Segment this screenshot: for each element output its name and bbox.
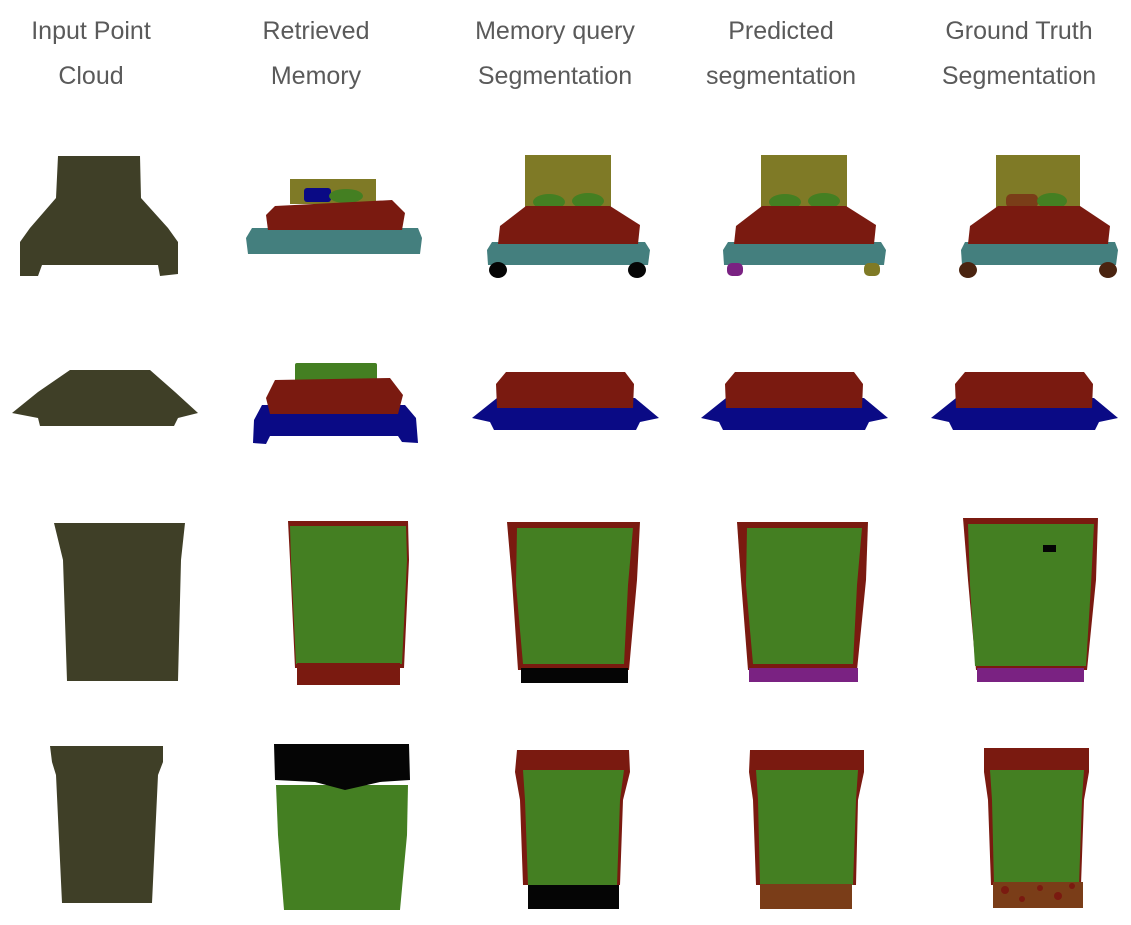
part-frame bbox=[246, 228, 422, 254]
column-header-ground-truth: Ground Truth Segmentation bbox=[909, 9, 1129, 99]
row3-predicted bbox=[737, 522, 868, 682]
part-body bbox=[746, 528, 862, 664]
row4-retrieved-memory bbox=[274, 744, 410, 910]
row4-input-cloud bbox=[50, 746, 163, 903]
row1-ground-truth bbox=[959, 155, 1118, 278]
part-leg-right bbox=[864, 263, 880, 276]
column-header-line2: Segmentation bbox=[941, 62, 1097, 90]
row2-ground-truth bbox=[931, 372, 1118, 430]
row3-ground-truth bbox=[963, 518, 1098, 682]
part-body bbox=[276, 785, 408, 910]
row2-retrieved-memory bbox=[253, 363, 418, 444]
part-mattress bbox=[734, 206, 876, 244]
part-headboard bbox=[295, 363, 377, 383]
part-base bbox=[760, 884, 852, 909]
column-header-line1: Input Point bbox=[31, 17, 151, 45]
part-mattress bbox=[496, 372, 634, 408]
column-header-retrieved: Retrieved Memory bbox=[206, 9, 426, 99]
part-body bbox=[523, 770, 624, 885]
row1-retrieved-memory bbox=[246, 179, 422, 254]
part-noise-dot bbox=[1069, 883, 1075, 889]
part-frame bbox=[723, 242, 886, 265]
column-header-line2: segmentation bbox=[705, 62, 857, 90]
part-pillow-right bbox=[1037, 193, 1067, 209]
part-base bbox=[297, 663, 400, 685]
part-base bbox=[521, 668, 628, 683]
part-frame bbox=[961, 242, 1118, 265]
part-mattress bbox=[498, 206, 640, 244]
part-body bbox=[990, 770, 1084, 885]
input-cloud-shape bbox=[54, 523, 185, 681]
part-leg-left bbox=[489, 262, 507, 278]
input-cloud-shape bbox=[12, 370, 198, 426]
row4-predicted bbox=[749, 750, 864, 909]
column-header-line1: Ground Truth bbox=[945, 17, 1093, 45]
part-pillow-navy bbox=[304, 188, 331, 202]
row2-predicted bbox=[701, 372, 888, 430]
part-body bbox=[290, 526, 407, 664]
part-leg-right bbox=[1099, 262, 1117, 278]
part-base bbox=[528, 885, 619, 909]
row1-input-cloud bbox=[20, 156, 178, 276]
input-cloud-shape bbox=[50, 746, 163, 903]
part-mattress bbox=[955, 372, 1093, 408]
part-noise-dot bbox=[1001, 886, 1009, 894]
part-noise-dot bbox=[1019, 896, 1025, 902]
row3-retrieved-memory bbox=[288, 521, 409, 685]
part-base bbox=[977, 668, 1084, 682]
part-base bbox=[253, 405, 418, 444]
part-pillow-right bbox=[808, 193, 840, 209]
row3-input-cloud bbox=[54, 523, 185, 681]
column-header-line2: Segmentation bbox=[477, 62, 633, 90]
part-mattress bbox=[266, 378, 403, 414]
column-header-memory-query: Memory query Segmentation bbox=[445, 9, 665, 99]
part-lid bbox=[274, 744, 410, 790]
column-header-line1: Retrieved bbox=[262, 17, 370, 45]
row2-input-cloud bbox=[12, 370, 198, 426]
row1-memory-query bbox=[487, 155, 650, 278]
part-mattress bbox=[725, 372, 863, 408]
part-body bbox=[756, 770, 858, 885]
row4-ground-truth bbox=[984, 748, 1089, 908]
row1-predicted bbox=[723, 155, 886, 276]
part-leg-right bbox=[628, 262, 646, 278]
part-pillow-right bbox=[572, 193, 604, 209]
part-noise-dot bbox=[1054, 892, 1062, 900]
part-base bbox=[749, 668, 858, 682]
part-pillow-left bbox=[1006, 194, 1038, 208]
column-header-input: Input Point Cloud bbox=[0, 9, 201, 99]
column-header-line2: Memory bbox=[270, 62, 362, 90]
part-frame bbox=[487, 242, 650, 265]
part-mattress bbox=[968, 206, 1110, 244]
column-header-predicted: Predicted segmentation bbox=[671, 9, 891, 99]
part-leg-left bbox=[727, 263, 743, 276]
row4-memory-query bbox=[515, 750, 630, 909]
part-pillow-green bbox=[329, 189, 363, 203]
part-mattress bbox=[266, 200, 405, 230]
column-header-line1: Memory query bbox=[475, 17, 635, 45]
part-leg-left bbox=[959, 262, 977, 278]
input-cloud-shape bbox=[20, 156, 178, 276]
row2-memory-query bbox=[472, 372, 659, 430]
part-body bbox=[516, 528, 633, 664]
part-handle-hole bbox=[1043, 545, 1056, 552]
part-body bbox=[968, 524, 1094, 666]
part-noise-dot bbox=[1037, 885, 1043, 891]
row3-memory-query bbox=[507, 522, 640, 683]
column-header-line1: Predicted bbox=[728, 17, 834, 45]
column-header-line2: Cloud bbox=[58, 62, 124, 90]
